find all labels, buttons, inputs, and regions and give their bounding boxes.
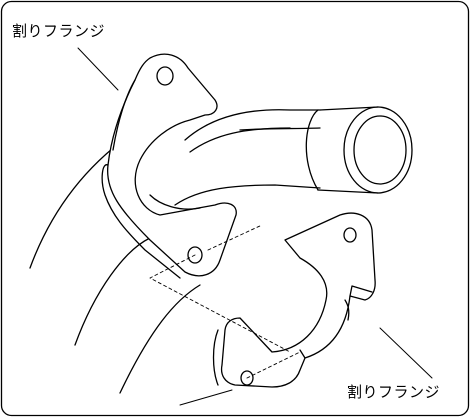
leader-line-top [77, 47, 119, 91]
assembly-guide-lines [149, 224, 301, 379]
exhaust-pipe [174, 106, 413, 206]
bottom-ext-line [179, 389, 233, 406]
leader-line-bottom [379, 327, 433, 379]
housing-arc-inner [74, 237, 151, 346]
housing-arc-lower [119, 284, 201, 394]
flange-label-top: 割りフランジ [10, 22, 108, 40]
lower-split-flange [212, 212, 376, 388]
pipe-end-inner [353, 115, 407, 185]
upper-split-flange [101, 53, 237, 279]
flange-label-bottom: 割りフランジ [345, 383, 443, 401]
